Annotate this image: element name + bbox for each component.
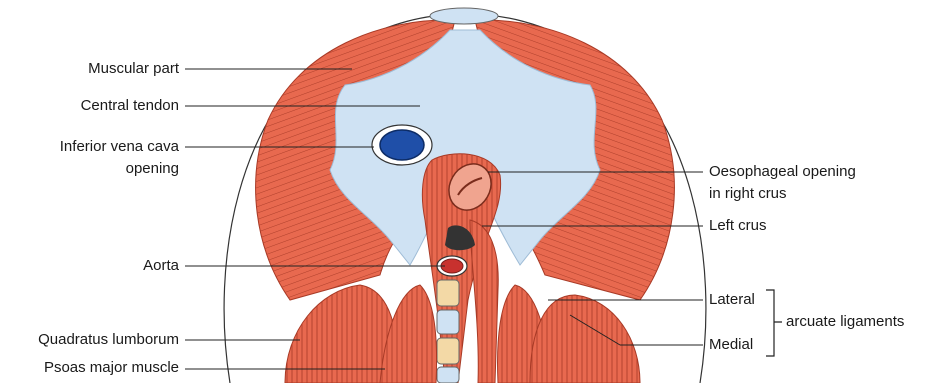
right-quadratus [530,295,640,383]
label-psoas: Psoas major muscle [44,358,179,378]
label-ivc-line1: Inferior vena cava [60,137,179,157]
label-lateral: Lateral [709,290,755,310]
label-quadratus: Quadratus lumborum [38,330,179,350]
label-aorta: Aorta [143,256,179,276]
arcuate-bracket [766,290,782,356]
left-psoas [380,285,437,383]
label-oeso-line2: in right crus [709,184,787,204]
label-arcuate: arcuate ligaments [786,312,904,332]
label-medial: Medial [709,335,753,355]
label-oeso-line1: Oesophageal opening [709,162,856,182]
ivc-opening [372,125,432,165]
xiphoid [430,8,498,24]
label-ivc-line2: opening [126,159,179,179]
label-central-tendon: Central tendon [81,96,179,116]
label-muscular-part: Muscular part [88,59,179,79]
spine-column [437,280,459,383]
label-left-crus: Left crus [709,216,767,236]
